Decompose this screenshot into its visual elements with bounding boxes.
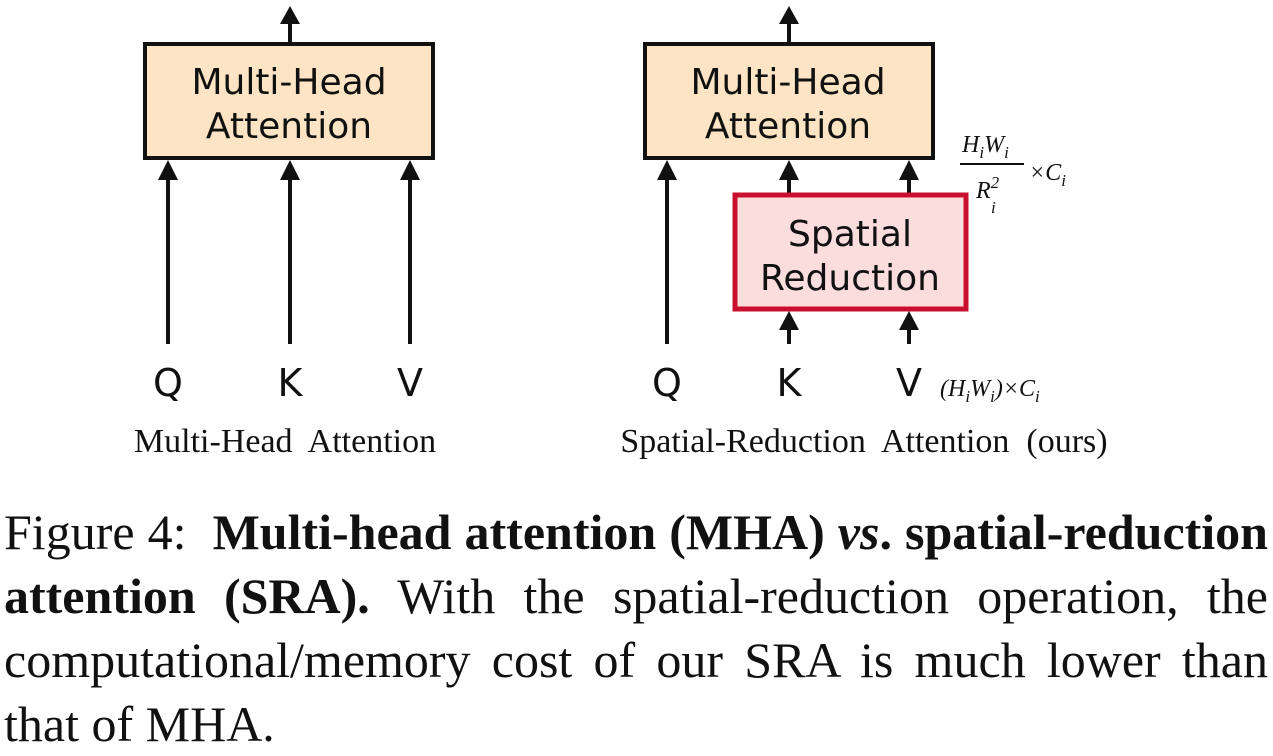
caption-title-part2: . spatial-reduction attention (SRA). xyxy=(4,504,1268,624)
svg-text:HiWi: HiWi xyxy=(961,132,1009,162)
sra-input-k: K xyxy=(777,361,803,405)
sra-output-arrow xyxy=(779,6,799,44)
spatial-reduction-label-line2: Reduction xyxy=(760,258,940,299)
sra-q-arrow xyxy=(657,160,677,344)
caption-title-vs: vs xyxy=(837,504,880,560)
figure-label: Figure 4: xyxy=(4,504,213,560)
mha-box xyxy=(143,42,435,160)
sra-mha-box-label-line2: Attention xyxy=(705,106,871,147)
sra-mha-box-label-line1: Multi-Head xyxy=(690,62,885,103)
sra-input-v: V xyxy=(896,361,922,405)
svg-text:i: i xyxy=(991,198,996,217)
svg-text:R2: R2 xyxy=(975,173,1000,204)
reduced-dimension-annotation: HiWi R2 i ×Ci xyxy=(960,132,1066,217)
spatial-reduction-label-line1: Spatial xyxy=(788,214,912,255)
mha-input-k: K xyxy=(278,361,304,405)
mha-box-label-line1: Multi-Head xyxy=(191,62,386,103)
mha-subcaption: Multi-Head Attention xyxy=(134,423,436,460)
figure-caption: Figure 4: Multi-head attention (MHA) vs.… xyxy=(4,500,1268,756)
attention-comparison-diagram: Multi-Head Attention Q K V Multi-Head At… xyxy=(134,6,1108,460)
svg-text:×Ci: ×Ci xyxy=(1029,160,1066,190)
sra-k-input-arrow xyxy=(779,311,799,344)
sra-subcaption: Spatial-Reduction Attention (ours) xyxy=(620,423,1107,460)
mha-output-arrow xyxy=(280,6,300,44)
spatial-reduction-box xyxy=(732,192,969,312)
sra-v-input-arrow xyxy=(899,311,919,344)
sra-reduced-v-arrow xyxy=(899,160,919,194)
svg-text:(HiWi)×Ci: (HiWi)×Ci xyxy=(940,376,1040,406)
sra-diagram: Multi-Head Attention Spatial Reduction xyxy=(620,6,1108,460)
sra-mha-box xyxy=(643,42,935,160)
mha-box-label-line2: Attention xyxy=(206,106,372,147)
mha-k-arrow xyxy=(280,160,300,344)
mha-q-arrow xyxy=(158,160,178,344)
mha-diagram: Multi-Head Attention Q K V Multi-Head At… xyxy=(134,6,436,460)
sra-reduced-k-arrow xyxy=(779,160,799,194)
mha-input-q: Q xyxy=(153,361,183,405)
mha-v-arrow xyxy=(400,160,420,344)
sra-input-q: Q xyxy=(652,361,682,405)
mha-input-v: V xyxy=(397,361,423,405)
caption-title-part1: Multi-head attention (MHA) xyxy=(212,504,838,560)
caption-body: With the spatial-reduction operation, th… xyxy=(4,568,1268,752)
input-dimension-annotation: (HiWi)×Ci xyxy=(940,376,1040,406)
